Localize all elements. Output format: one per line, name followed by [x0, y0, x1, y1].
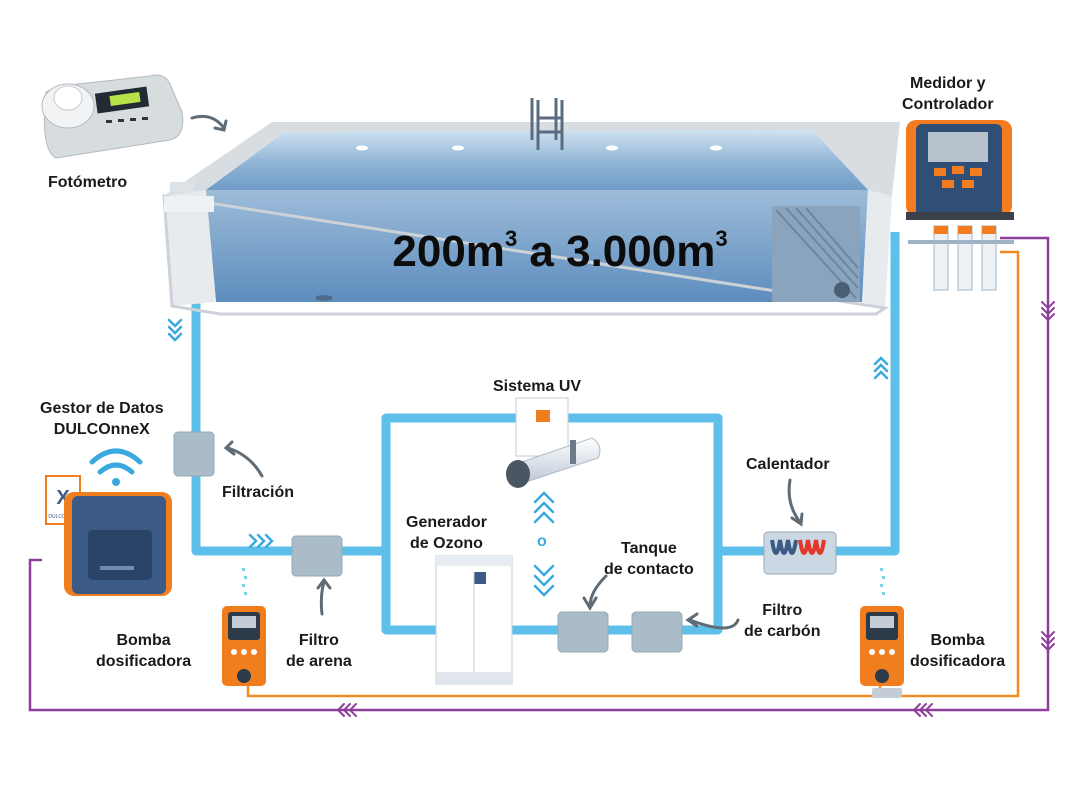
- signal-lines: [28, 236, 1050, 712]
- capacity-to: 3.000m: [566, 227, 716, 276]
- signal-arrows: [336, 301, 1055, 717]
- swimming-pool: [162, 98, 900, 316]
- flow-arrows: [167, 318, 889, 597]
- sand-filter-box: [291, 535, 343, 577]
- capacity-from-exponent: 3: [504, 226, 518, 251]
- capacity-from: 200m: [392, 227, 505, 276]
- signal-line: [28, 236, 1050, 712]
- pool-capacity-title: 200m3 a 3.000m3: [330, 226, 790, 277]
- uv-lamp-icon: [506, 397, 601, 488]
- capacity-to-exponent: 3: [715, 226, 728, 251]
- or-label: o: [537, 533, 547, 550]
- heater-icon: [763, 531, 837, 575]
- uv-system-label: Sistema UV: [493, 378, 582, 395]
- data-manager-icon: X DULCOnneX: [45, 475, 172, 596]
- dosing-line: [246, 250, 1020, 698]
- ozone-generator-icon: [435, 555, 513, 685]
- carbon-filter-box: [631, 611, 683, 653]
- filtration-box: [173, 431, 215, 477]
- capacity-separator: a: [517, 227, 567, 276]
- dosing-pump-left: [222, 568, 266, 686]
- arrow-up-center: [533, 491, 555, 524]
- dulconnex-badge: DULCOnneX: [48, 514, 78, 520]
- arrow-right-bottom: [248, 533, 274, 549]
- filter-box-icon: [173, 431, 683, 653]
- photometer-icon: [41, 74, 184, 159]
- pointer-arrows: [190, 114, 804, 630]
- arrow-down-center: [533, 564, 555, 597]
- contact-tank-box: [557, 611, 609, 653]
- dosing-pump-right: [860, 568, 904, 698]
- wifi-icon: [89, 448, 143, 486]
- arrow-down-left: [167, 318, 183, 342]
- pool-cover-roll: [772, 206, 860, 302]
- arrow-up-right: [873, 356, 889, 380]
- filtration-label: Filtración: [222, 484, 295, 501]
- controller-icon: [906, 120, 1014, 291]
- photometer-label: Fotómetro: [48, 174, 128, 191]
- heater-label: Calentador: [746, 456, 830, 473]
